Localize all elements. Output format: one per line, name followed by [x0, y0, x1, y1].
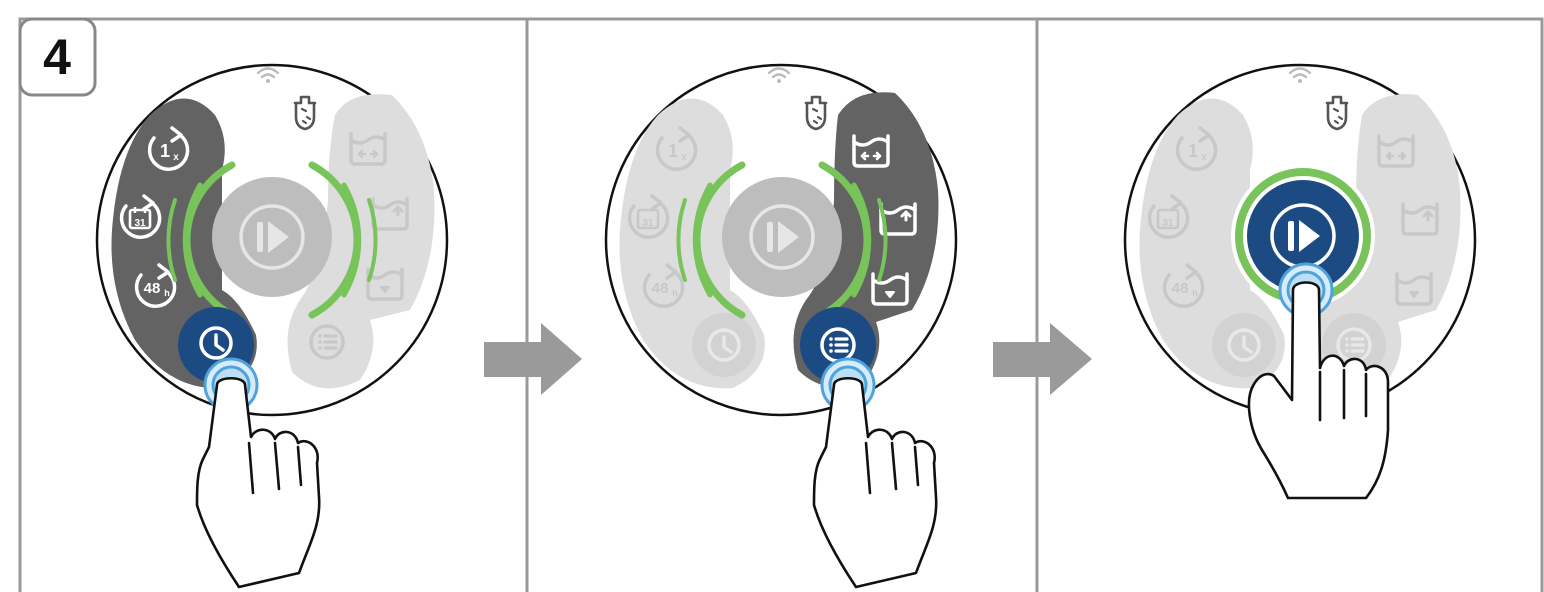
panel-1: 1 x 31 48 h	[97, 65, 447, 587]
hand-icon	[814, 378, 936, 587]
panel-3: 1 x 31 48 h	[1125, 65, 1475, 498]
once-label: 1	[160, 141, 170, 161]
next-arrow-2	[993, 323, 1092, 395]
hours-sub: h	[672, 288, 678, 298]
hours-label: 48	[1172, 280, 1189, 297]
once-sub: x	[681, 152, 687, 163]
hours-label: 48	[652, 280, 669, 297]
step-badge: 4	[20, 19, 95, 95]
step-number: 4	[43, 29, 71, 85]
once-label: 1	[1188, 141, 1198, 161]
calendar-label: 31	[134, 218, 146, 229]
hours-label: 48	[144, 280, 161, 297]
hours-sub: h	[1192, 288, 1198, 298]
once-label: 1	[668, 141, 678, 161]
hours-sub: h	[164, 288, 170, 298]
once-sub: x	[173, 152, 179, 163]
next-arrow-1	[484, 323, 582, 395]
calendar-label: 31	[1162, 218, 1174, 229]
calendar-label: 31	[642, 218, 654, 229]
panel-2: 1 x 31 48 h	[606, 65, 956, 587]
once-sub: x	[1201, 152, 1207, 163]
